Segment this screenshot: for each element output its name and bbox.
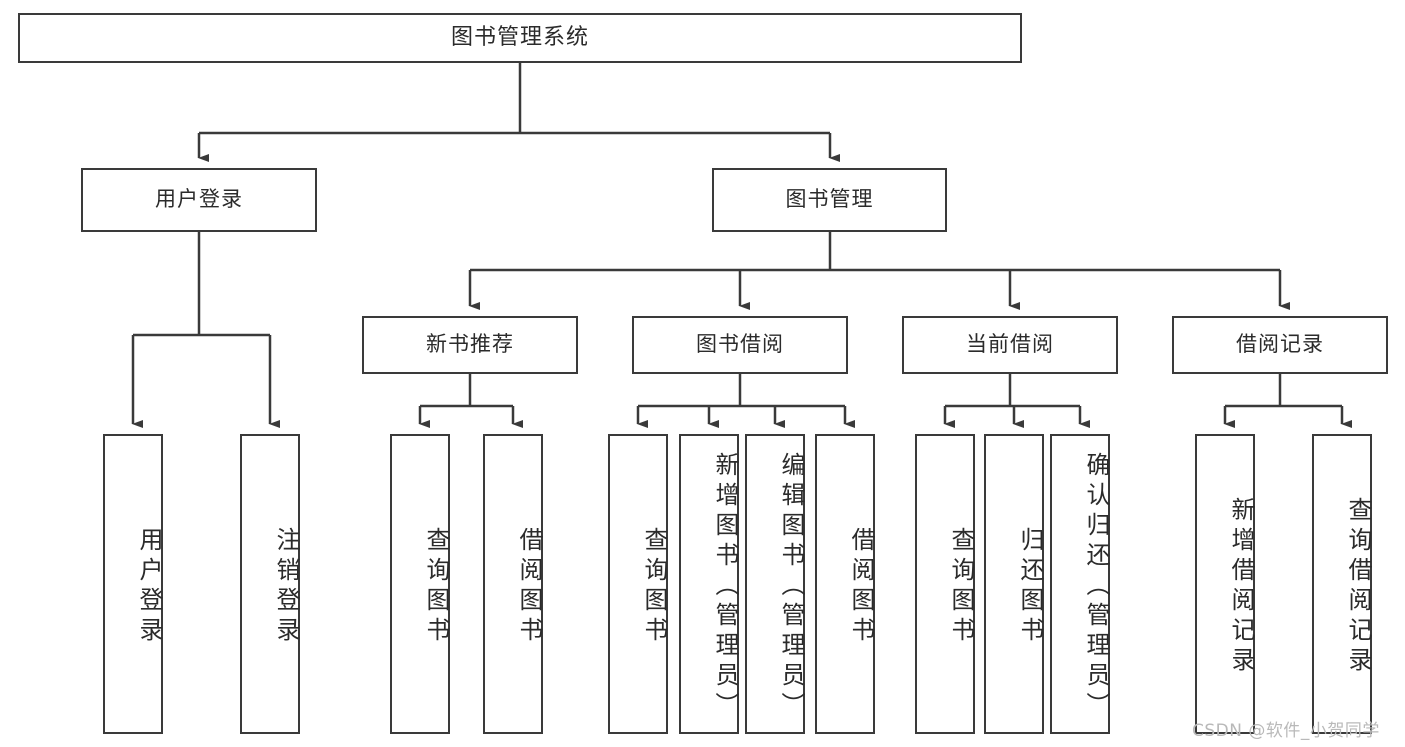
- node-leaf-borrow-book-recommend-label: 借阅图书: [515, 527, 543, 647]
- node-level2-borrow-record-label: 借阅记录: [1236, 332, 1324, 357]
- node-leaf-query-borrow-record-label: 查询借阅记录: [1344, 497, 1372, 677]
- node-level1-book-management[interactable]: 图书管理: [712, 168, 947, 232]
- node-level1-user-login-label: 用户登录: [155, 187, 243, 212]
- node-leaf-borrow-book[interactable]: 借阅图书: [815, 434, 875, 734]
- node-level2-new-book-recommend[interactable]: 新书推荐: [362, 316, 578, 374]
- node-level2-new-book-recommend-label: 新书推荐: [426, 332, 514, 357]
- node-level2-current-borrow[interactable]: 当前借阅: [902, 316, 1118, 374]
- node-level1-user-login[interactable]: 用户登录: [81, 168, 317, 232]
- node-level1-book-management-label: 图书管理: [785, 187, 874, 212]
- node-leaf-add-borrow-record-label: 新增借阅记录: [1227, 497, 1255, 677]
- node-leaf-edit-book-admin[interactable]: 编辑图书（管理员）: [745, 434, 805, 734]
- watermark-text: CSDN @软件_小贺同学: [1192, 721, 1380, 741]
- node-leaf-add-book-admin-label: 新增图书（管理员）: [711, 452, 739, 722]
- node-root[interactable]: 图书管理系统: [18, 13, 1022, 63]
- node-leaf-add-book-admin[interactable]: 新增图书（管理员）: [679, 434, 739, 734]
- node-level2-book-borrow-label: 图书借阅: [696, 332, 784, 357]
- node-leaf-query-book-borrow-label: 查询图书: [640, 527, 668, 647]
- node-leaf-confirm-return-admin[interactable]: 确认归还（管理员）: [1050, 434, 1110, 734]
- node-leaf-borrow-book-label: 借阅图书: [847, 527, 875, 647]
- node-leaf-query-book-recommend-label: 查询图书: [422, 527, 450, 647]
- node-leaf-user-login[interactable]: 用户登录: [103, 434, 163, 734]
- node-leaf-edit-book-admin-label: 编辑图书（管理员）: [777, 452, 805, 722]
- node-level2-current-borrow-label: 当前借阅: [966, 332, 1054, 357]
- node-leaf-add-borrow-record[interactable]: 新增借阅记录: [1195, 434, 1255, 734]
- node-leaf-query-borrow-record[interactable]: 查询借阅记录: [1312, 434, 1372, 734]
- node-leaf-borrow-book-recommend[interactable]: 借阅图书: [483, 434, 543, 734]
- node-leaf-user-login-label: 用户登录: [135, 527, 163, 647]
- node-leaf-query-book-current[interactable]: 查询图书: [915, 434, 975, 734]
- node-leaf-return-book-label: 归还图书: [1016, 527, 1044, 647]
- node-leaf-user-logout-label: 注销登录: [272, 527, 300, 647]
- node-root-label: 图书管理系统: [450, 24, 589, 50]
- node-leaf-return-book[interactable]: 归还图书: [984, 434, 1044, 734]
- node-level2-borrow-record[interactable]: 借阅记录: [1172, 316, 1388, 374]
- node-level2-book-borrow[interactable]: 图书借阅: [632, 316, 848, 374]
- node-leaf-query-book-recommend[interactable]: 查询图书: [390, 434, 450, 734]
- node-leaf-user-logout[interactable]: 注销登录: [240, 434, 300, 734]
- node-leaf-confirm-return-admin-label: 确认归还（管理员）: [1082, 452, 1110, 722]
- node-leaf-query-book-borrow[interactable]: 查询图书: [608, 434, 668, 734]
- node-leaf-query-book-current-label: 查询图书: [947, 527, 975, 647]
